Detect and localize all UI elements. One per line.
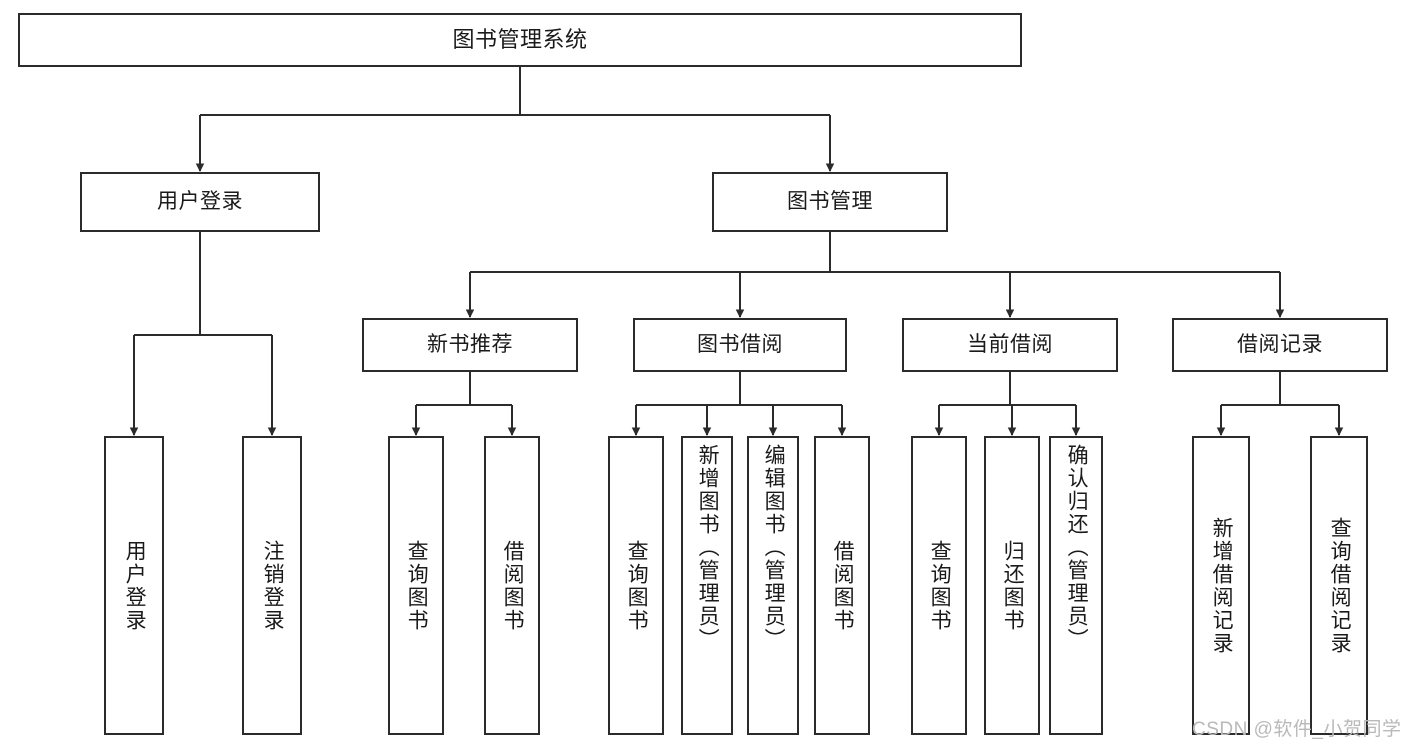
node-newbook[interactable]: 新书推荐 [362,318,578,372]
connector-lines [129,67,1344,437]
node-login[interactable]: 用户登录 [80,172,320,232]
node-c-query[interactable]: 查询图书 [911,436,967,735]
node-r-query[interactable]: 查询借阅记录 [1310,436,1368,735]
node-label-b-add: 新增图书（管理员） [696,444,720,651]
node-label-b-lend: 借阅图书 [831,539,855,632]
node-b-add[interactable]: 新增图书（管理员） [681,436,733,735]
node-l-logout[interactable]: 注销登录 [242,436,302,735]
node-label-l-logout: 注销登录 [261,539,285,632]
node-n-query[interactable]: 查询图书 [388,436,444,735]
node-label-c-query: 查询图书 [928,539,952,632]
node-b-lend[interactable]: 借阅图书 [814,436,870,735]
node-r-add[interactable]: 新增借阅记录 [1192,436,1250,735]
node-bookmgmt[interactable]: 图书管理 [712,172,948,232]
node-label-r-add: 新增借阅记录 [1210,516,1234,655]
node-c-return[interactable]: 归还图书 [984,436,1040,735]
node-label-newbook: 新书推荐 [427,333,513,357]
node-b-edit[interactable]: 编辑图书（管理员） [747,436,799,735]
node-label-n-borrow: 借阅图书 [501,539,525,632]
node-label-b-edit: 编辑图书（管理员） [762,444,786,651]
node-b-query[interactable]: 查询图书 [608,436,664,735]
node-current[interactable]: 当前借阅 [902,318,1118,372]
node-l-login[interactable]: 用户登录 [104,436,164,735]
node-label-b-query: 查询图书 [625,539,649,632]
node-root[interactable]: 图书管理系统 [18,13,1022,67]
node-label-n-query: 查询图书 [405,539,429,632]
node-label-c-return: 归还图书 [1001,539,1025,632]
watermark-label: CSDN @软件_小贺同学 [1192,719,1402,740]
node-label-borrow: 图书借阅 [697,333,783,357]
node-label-bookmgmt: 图书管理 [787,190,873,214]
node-label-current: 当前借阅 [967,333,1053,357]
node-label-r-query: 查询借阅记录 [1328,516,1352,655]
node-records[interactable]: 借阅记录 [1172,318,1388,372]
node-label-root: 图书管理系统 [452,26,588,52]
node-borrow[interactable]: 图书借阅 [633,318,847,372]
node-c-confirm[interactable]: 确认归还（管理员） [1049,436,1103,735]
node-label-l-login: 用户登录 [123,539,147,632]
node-n-borrow[interactable]: 借阅图书 [484,436,540,735]
node-label-records: 借阅记录 [1237,333,1323,357]
node-label-login: 用户登录 [157,190,243,214]
node-label-c-confirm: 确认归还（管理员） [1065,444,1089,651]
